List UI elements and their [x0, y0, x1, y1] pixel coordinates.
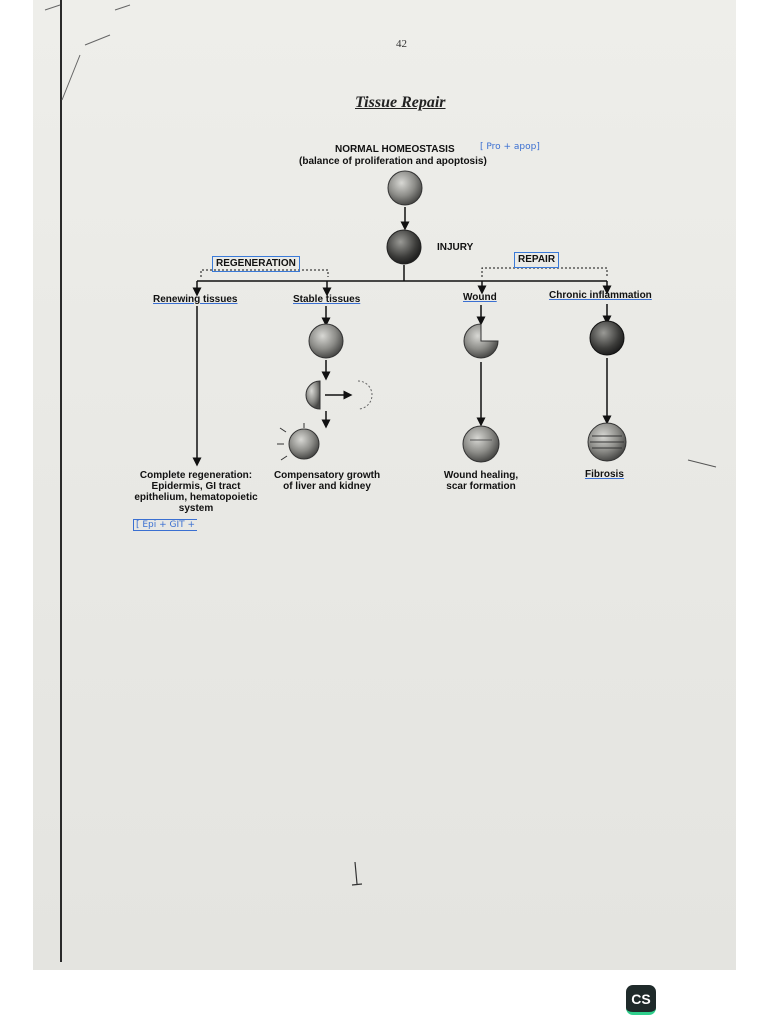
fibrosis-streaks — [590, 435, 624, 449]
repair-label: REPAIR — [514, 252, 560, 268]
handwritten-box-note: [ Epi + GIT + — [133, 519, 198, 531]
outcome-compensatory-growth: Compensatory growth of liver and kidney — [273, 470, 381, 492]
injury-cell — [386, 229, 422, 265]
branch-chronic: Chronic inflammation — [549, 290, 652, 301]
stable-half-cell — [305, 380, 321, 410]
top-note: (balance of proliferation and apoptosis) — [299, 156, 487, 167]
handwritten-note: [ Pro + apop] — [480, 142, 540, 152]
margin-line — [60, 0, 62, 962]
wounded-cell — [463, 323, 499, 359]
page-number: 42 — [396, 38, 407, 50]
page-title: Tissue Repair — [355, 94, 446, 111]
branch-stable: Stable tissues — [293, 294, 361, 305]
outcome-fibrosis: Fibrosis — [585, 469, 624, 480]
top-label: NORMAL HOMEOSTASIS — [335, 144, 455, 155]
inflamed-cell — [589, 320, 625, 356]
branch-renewing: Renewing tissues — [153, 294, 238, 305]
paper-sheet — [33, 0, 736, 970]
stable-regrown-cell — [288, 428, 320, 460]
camscanner-logo[interactable]: CS — [626, 985, 656, 1015]
margin-scribble — [44, 4, 131, 101]
pen-dash-right — [687, 459, 717, 468]
homeostasis-cell — [387, 170, 423, 206]
regeneration-bracket — [200, 269, 329, 277]
regrowth-rays-icon — [277, 423, 305, 461]
outcome-complete-regeneration: Complete regeneration: Epidermis, GI tra… — [134, 470, 258, 514]
pen-mark-bottom — [351, 861, 363, 886]
repair-bracket — [481, 267, 608, 277]
stable-cell — [308, 323, 344, 359]
outcome-wound-healing: Wound healing, scar formation — [443, 470, 519, 492]
branch-wound: Wound — [463, 292, 497, 303]
stable-regrowth-outline — [357, 380, 373, 410]
scar-cell — [462, 425, 500, 463]
injury-label: INJURY — [437, 242, 474, 253]
regeneration-label: REGENERATION — [212, 256, 300, 272]
